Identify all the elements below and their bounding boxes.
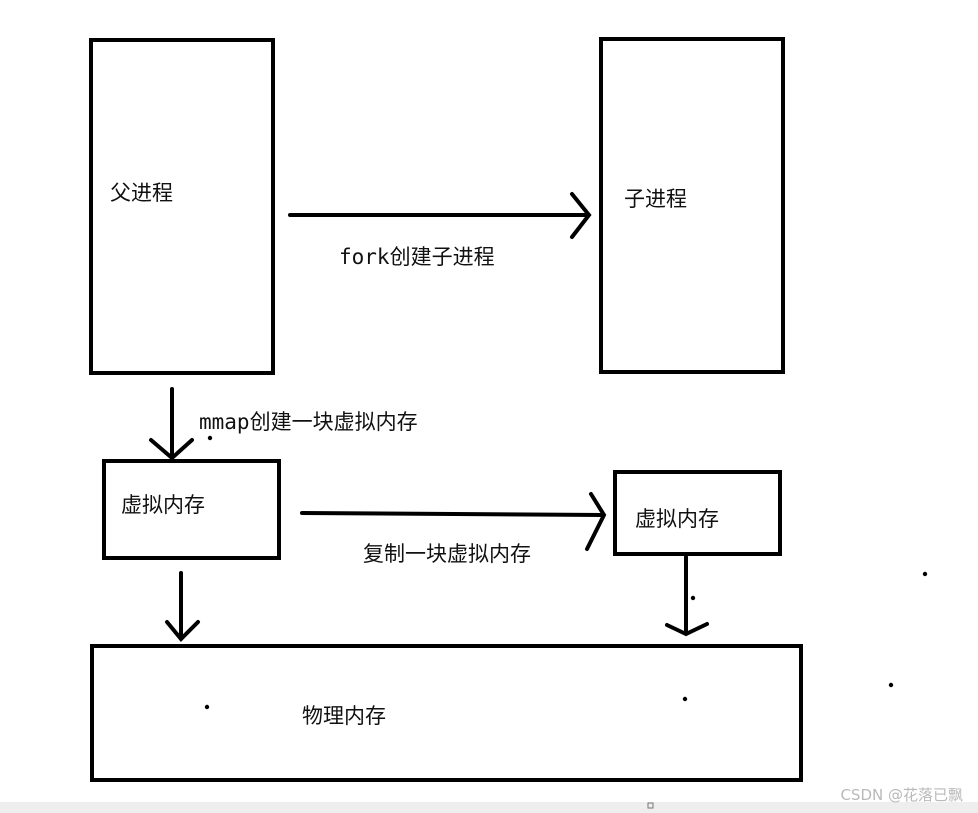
mmap-label: mmap创建一块虚拟内存 xyxy=(199,410,418,434)
mmap-arrow xyxy=(149,387,194,461)
child-to-physical-arrow xyxy=(665,555,709,637)
copy-label: 复制一块虚拟内存 xyxy=(363,542,531,566)
fork-label: fork创建子进程 xyxy=(339,245,495,269)
fork-arrow xyxy=(288,192,592,239)
copy-arrow xyxy=(300,492,607,551)
watermark: CSDN @花落已飘 xyxy=(840,786,963,804)
virtual-memory-parent-label: 虚拟内存 xyxy=(121,493,205,517)
child-process-label: 子进程 xyxy=(624,187,687,211)
virtual-memory-child-box xyxy=(613,470,782,556)
parent-process-box xyxy=(89,38,275,375)
physical-memory-box xyxy=(90,644,803,782)
stray-dots xyxy=(204,435,928,710)
bottom-scroll-strip xyxy=(0,802,978,813)
virtual-memory-child-label: 虚拟内存 xyxy=(635,507,719,531)
parent-to-physical-arrow xyxy=(165,571,200,642)
virtual-memory-parent-box xyxy=(102,459,281,560)
scroll-marker xyxy=(647,802,654,809)
child-process-box xyxy=(599,37,785,374)
physical-memory-label: 物理内存 xyxy=(302,704,386,728)
parent-process-label: 父进程 xyxy=(110,181,173,205)
